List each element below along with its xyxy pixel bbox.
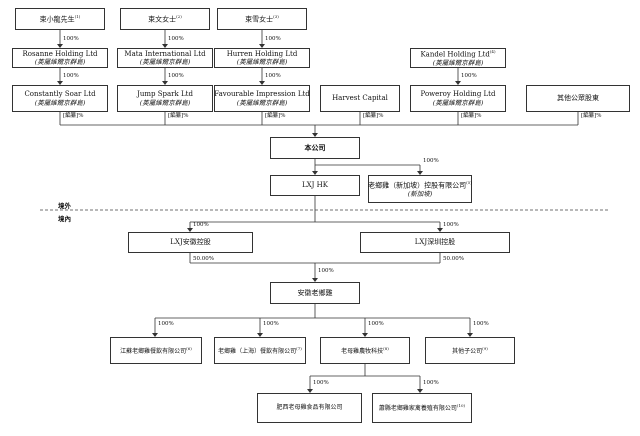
poweroy-jurisdiction: (英屬維爾京群島): [432, 98, 484, 107]
edge-label: 100%: [265, 36, 281, 42]
jiangsu-box: 江蘇老鄉雞餐飲有限公司(6): [110, 337, 202, 364]
edge-label: 100%: [473, 321, 489, 327]
onshore-label: 境內: [58, 215, 71, 223]
laomuji-tech-box: 老母雞農牧科技(8): [320, 337, 410, 364]
offshore-label: 境外: [58, 202, 71, 210]
shareholder-2-box: 束文女士(2): [120, 8, 210, 30]
shareholder-1-name: 束小龍先生(1): [39, 13, 81, 24]
edge-label: 100%: [265, 73, 281, 79]
laomuji-breeding-box: 蕭縣老鄉雞家禽養殖有限公司(10): [372, 393, 472, 423]
kandel-jurisdiction: (英屬維爾京群島): [432, 58, 484, 67]
lxj-anhui-holding-box: LXJ安徽控股: [128, 232, 253, 253]
edge-label: [編纂]%: [461, 113, 482, 119]
shareholder-3-name: 束雪女士(3): [245, 13, 279, 24]
jump-spark-box: Jump Spark Ltd (英屬維爾京群島): [117, 85, 213, 112]
edge-label: 100%: [318, 268, 334, 274]
edge-label: 50.00%: [443, 256, 464, 262]
edge-label: [編纂]%: [168, 113, 189, 119]
constantly-soar-name: Constantly Soar Ltd: [24, 90, 96, 99]
hurren-jurisdiction: (英屬維爾京群島): [236, 58, 288, 67]
jump-spark-jurisdiction: (英屬維爾京群島): [139, 98, 191, 107]
hurren-name: Hurren Holding Ltd: [226, 49, 298, 58]
edge-label: 100%: [263, 321, 279, 327]
lxj-sg-name: 老鄉雞（新加坡）控股有限公司(5): [368, 179, 472, 190]
laomuji-tech-name: 老母雞農牧科技(8): [341, 345, 389, 355]
constantly-soar-jurisdiction: (英屬維爾京群島): [34, 98, 86, 107]
lxj-hk-box: LXJ HK: [270, 175, 360, 196]
company-box: 本公司: [270, 137, 360, 159]
mata-jurisdiction: (英屬維爾京群島): [139, 58, 191, 67]
poweroy-box: Poweroy Holding Ltd (英屬維爾京群島): [410, 85, 506, 112]
edge-label: 50.00%: [193, 256, 214, 262]
jiangsu-name: 江蘇老鄉雞餐飲有限公司(6): [120, 345, 192, 355]
edge-label: 100%: [63, 36, 79, 42]
edge-label: 100%: [63, 73, 79, 79]
poweroy-name: Poweroy Holding Ltd: [420, 90, 496, 99]
shareholder-2-name: 束文女士(2): [148, 13, 182, 24]
laomuji-breeding-name: 蕭縣老鄉雞家禽養殖有限公司(10): [378, 403, 466, 413]
harvest-name: Harvest Capital: [332, 94, 388, 103]
anhui-lxj-box: 安徽老鄉雞: [270, 282, 360, 304]
edge-label: [編纂]%: [265, 113, 286, 119]
edge-label: 100%: [158, 321, 174, 327]
lxj-sg-jurisdiction: (新加坡): [407, 189, 433, 198]
rosanne-box: Rosanne Holding Ltd (英屬維爾京群島): [12, 48, 108, 68]
lxj-shenzhen-holding-box: LXJ深圳控股: [360, 232, 510, 253]
hurren-box: Hurren Holding Ltd (英屬維爾京群島): [214, 48, 310, 68]
edge-label: 100%: [443, 222, 459, 228]
mata-box: Mata International Ltd (英屬維爾京群島): [117, 48, 213, 68]
favourable-jurisdiction: (英屬維爾京群島): [236, 98, 288, 107]
jump-spark-name: Jump Spark Ltd: [137, 90, 193, 99]
kandel-name: Kandel Holding Ltd(4): [420, 48, 496, 59]
other-public-box: 其他公眾股東: [526, 85, 630, 112]
edge-label: [編纂]%: [581, 113, 602, 119]
other-subs-name: 其他子公司(9): [452, 345, 488, 355]
edge-label: 100%: [168, 73, 184, 79]
harvest-box: Harvest Capital: [320, 85, 400, 112]
shareholder-3-box: 束雪女士(3): [217, 8, 307, 30]
rosanne-name: Rosanne Holding Ltd: [22, 49, 98, 58]
shanghai-name: 老鄉雞（上海）餐飲有限公司(7): [218, 345, 302, 355]
kandel-box: Kandel Holding Ltd(4) (英屬維爾京群島): [410, 48, 506, 68]
shanghai-box: 老鄉雞（上海）餐飲有限公司(7): [214, 337, 306, 364]
edge-label: 100%: [423, 380, 439, 386]
other-subs-box: 其他子公司(9): [425, 337, 515, 364]
lxj-anhui-holding-name: LXJ安徽控股: [170, 238, 211, 247]
lxj-sg-box: 老鄉雞（新加坡）控股有限公司(5) (新加坡): [368, 175, 472, 203]
favourable-box: Favourable Impression Ltd (英屬維爾京群島): [214, 85, 310, 112]
edge-label: 100%: [168, 36, 184, 42]
shareholder-1-box: 束小龍先生(1): [15, 8, 105, 30]
edge-label: [編纂]%: [63, 113, 84, 119]
rosanne-jurisdiction: (英屬維爾京群島): [34, 58, 86, 67]
edge-label: 100%: [461, 73, 477, 79]
favourable-name: Favourable Impression Ltd: [214, 90, 310, 99]
lxj-hk-name: LXJ HK: [302, 181, 328, 190]
hefei-food-box: 肥西老母雞食品有限公司: [257, 393, 362, 423]
other-public-name: 其他公眾股東: [557, 94, 599, 103]
company-name: 本公司: [304, 142, 326, 152]
edge-label: [編纂]%: [363, 113, 384, 119]
edge-label: 100%: [193, 222, 209, 228]
hefei-food-name: 肥西老母雞食品有限公司: [276, 404, 343, 412]
edge-label: 100%: [368, 321, 384, 327]
lxj-shenzhen-holding-name: LXJ深圳控股: [414, 238, 456, 247]
edge-label: 100%: [423, 158, 439, 164]
mata-name: Mata International Ltd: [124, 49, 206, 58]
constantly-soar-box: Constantly Soar Ltd (英屬維爾京群島): [12, 85, 108, 112]
anhui-lxj-name: 安徽老鄉雞: [297, 288, 333, 297]
edge-label: 100%: [313, 380, 329, 386]
